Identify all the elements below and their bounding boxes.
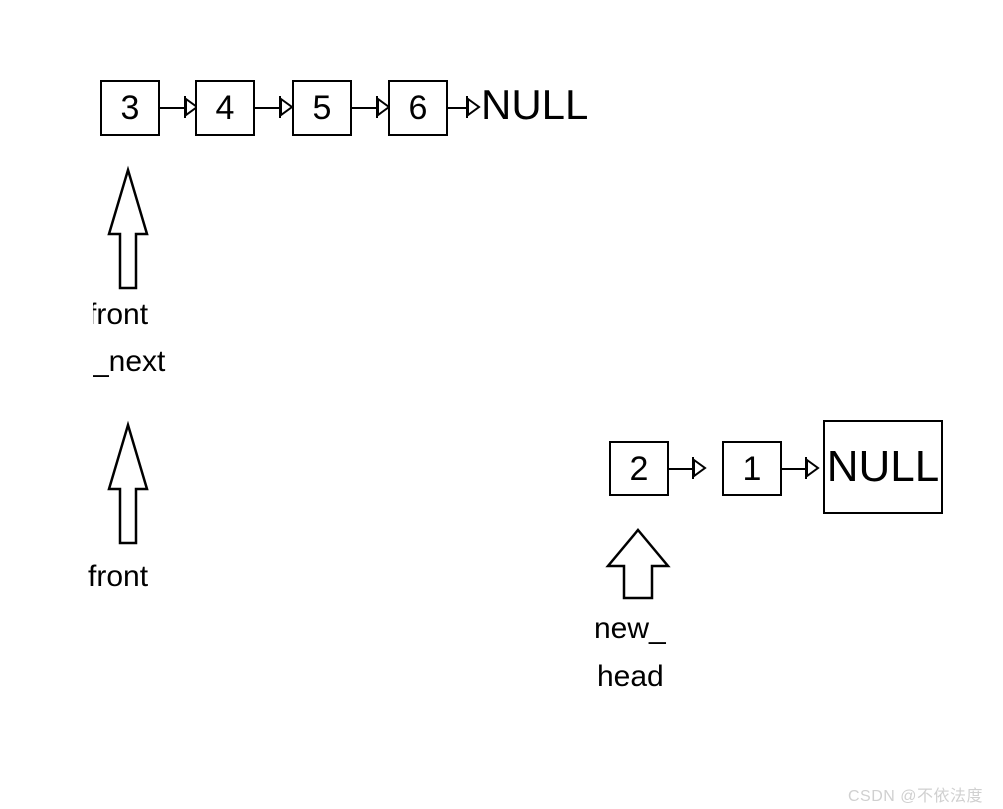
connector-line [782, 468, 808, 470]
block-arrow-up-icon [605, 528, 671, 600]
node-value: 2 [629, 449, 649, 488]
node-box: 4 [195, 80, 255, 136]
connector-line [448, 107, 474, 109]
node-value: 6 [408, 89, 428, 127]
pointer-label-front: front [88, 560, 149, 593]
node-box: 1 [722, 441, 782, 496]
open-arrowhead-icon [279, 96, 294, 118]
connector-line [352, 107, 378, 109]
node-box: 3 [100, 80, 160, 136]
node-value: 4 [215, 89, 235, 127]
null-terminator-label: NULL [826, 442, 940, 491]
watermark-label: CSDN @不依法度 [848, 788, 984, 805]
node-value: 5 [312, 89, 332, 127]
open-arrowhead-icon [805, 457, 820, 479]
connector-line [669, 468, 695, 470]
null-terminator-label: NULL [481, 81, 589, 128]
open-arrowhead-icon [184, 96, 199, 118]
node-box: 2 [609, 441, 669, 496]
pointer-label-front-next-clip: front _next [93, 298, 193, 380]
connector-line [160, 107, 186, 109]
pointer-label-new-head-line2: head [597, 660, 664, 693]
connector-line [255, 107, 281, 109]
open-arrowhead-icon [692, 457, 707, 479]
block-arrow-up-icon [106, 165, 150, 290]
pointer-label-new-head-clip: new_ head [596, 612, 706, 708]
null-terminator-box: NULL [823, 420, 943, 514]
pointer-label-front-next-line2: _next [93, 345, 166, 378]
node-box: 5 [292, 80, 352, 136]
block-arrow-up-icon [106, 420, 150, 545]
node-box: 6 [388, 80, 448, 136]
node-value: 1 [742, 449, 762, 488]
open-arrowhead-icon [376, 96, 391, 118]
pointer-label-front-next-line1: front [93, 298, 149, 331]
open-arrowhead-icon [466, 96, 481, 118]
node-value: 3 [120, 89, 140, 127]
pointer-label-new-head-line1: new_ [596, 612, 666, 645]
